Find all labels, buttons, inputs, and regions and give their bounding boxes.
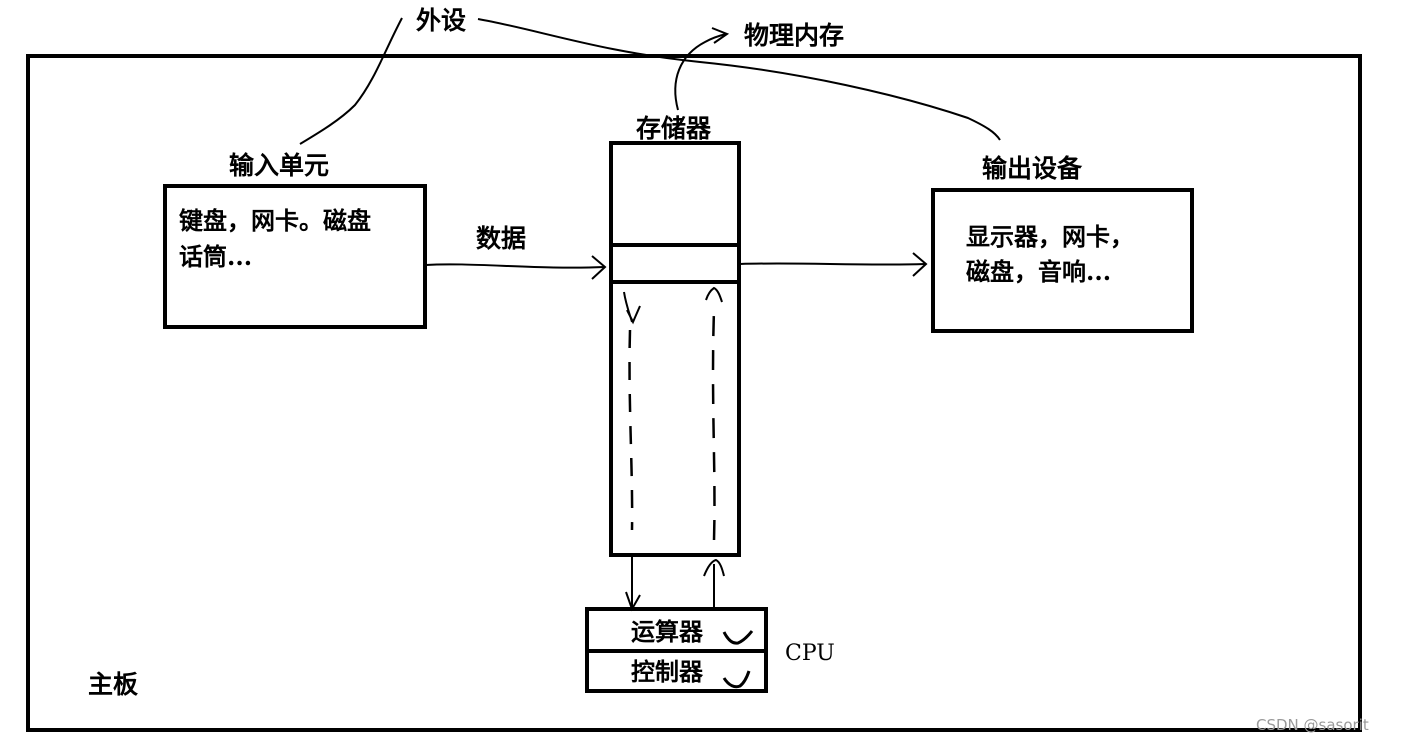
physical-memory-label: 物理内存 — [744, 21, 845, 50]
output-device-label: 输出设备 — [982, 154, 1083, 183]
alu-check-mark — [722, 630, 754, 645]
peripheral-label: 外设 — [416, 6, 467, 35]
dashed-flow-down — [628, 329, 634, 531]
down-tick-top — [623, 291, 641, 325]
physical-memory-curve — [674, 33, 727, 111]
dashed-flow-up — [711, 309, 716, 541]
motherboard-frame — [26, 54, 1362, 732]
down-arrowhead — [625, 591, 641, 612]
control-unit-label: 控制器 — [631, 657, 703, 686]
input-content-line1: 键盘，网卡。磁盘 — [179, 206, 371, 235]
output-device-box — [931, 188, 1194, 333]
physical-memory-arrowhead — [711, 27, 730, 44]
output-arrowhead — [912, 252, 928, 277]
peripheral-curve-to-output — [477, 18, 1001, 141]
output-content-line1: 显示器，网卡， — [966, 222, 1134, 251]
peripheral-curve-to-input — [299, 17, 403, 145]
control-unit-box — [585, 649, 768, 693]
cpu-label: CPU — [785, 641, 835, 666]
data-label: 数据 — [476, 224, 527, 253]
data-arrowhead — [591, 255, 607, 280]
up-arrowhead-bottom — [703, 558, 725, 577]
data-arrow-line — [425, 263, 605, 269]
output-content-line2: 磁盘，音响... — [966, 257, 1112, 286]
memory-label: 存储器 — [636, 114, 712, 143]
input-unit-box — [163, 184, 427, 329]
motherboard-label: 主板 — [88, 670, 139, 699]
up-arrowhead-top — [705, 286, 723, 303]
memory-slot — [609, 243, 741, 284]
input-content-line2: 话筒... — [179, 242, 253, 271]
memory-box — [609, 141, 741, 557]
output-arrow-line — [739, 262, 926, 266]
csdn-watermark: CSDN @sasorit — [1256, 716, 1369, 734]
alu-label: 运算器 — [631, 617, 703, 646]
control-check-mark — [722, 670, 751, 689]
input-unit-label: 输入单元 — [229, 151, 330, 180]
